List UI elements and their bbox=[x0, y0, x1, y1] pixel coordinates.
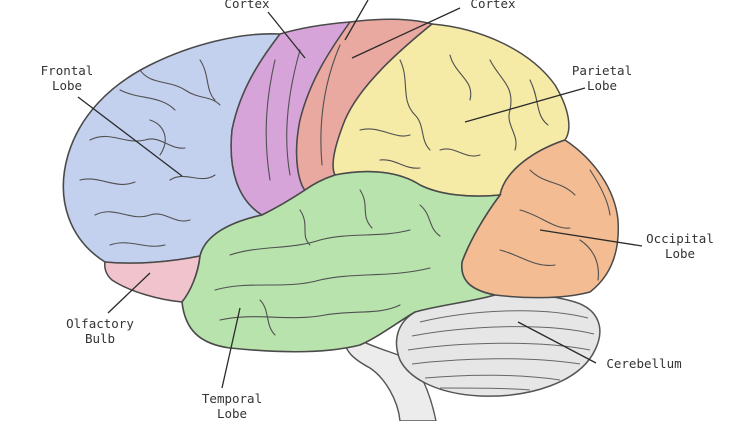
label-parietal-lobe: Parietal Lobe bbox=[562, 63, 642, 93]
label-sensory-cortex-line2: Cortex bbox=[470, 0, 516, 11]
label-sensory-cortex: Cortex bbox=[458, 0, 528, 11]
label-occipital-line1: Occipital bbox=[646, 231, 714, 246]
label-occipital-line2: Lobe bbox=[664, 246, 696, 261]
label-olfactory-line2: Bulb bbox=[84, 331, 116, 346]
label-motor-cortex: Cortex bbox=[212, 0, 282, 11]
leader-temporal bbox=[221, 307, 241, 389]
label-parietal-line2: Lobe bbox=[586, 78, 618, 93]
label-temporal-lobe: Temporal Lobe bbox=[192, 391, 272, 421]
leader-cerebellum bbox=[517, 321, 597, 364]
gyri-lines bbox=[79, 44, 611, 336]
leader-sensory-cortex bbox=[351, 7, 461, 59]
cerebellum-folds bbox=[407, 310, 595, 391]
label-parietal-line1: Parietal bbox=[571, 63, 633, 78]
label-motor-cortex-line2: Cortex bbox=[224, 0, 270, 11]
olfactory-bulb-region bbox=[104, 255, 201, 303]
label-temporal-line2: Lobe bbox=[216, 406, 248, 421]
leader-occipital bbox=[539, 229, 643, 247]
label-frontal-line2: Lobe bbox=[51, 78, 83, 93]
leader-lines bbox=[77, 0, 643, 389]
leader-motor-cortex-2 bbox=[344, 0, 369, 41]
label-cerebellum: Cerebellum bbox=[596, 356, 692, 371]
leader-motor-cortex bbox=[267, 11, 306, 59]
label-frontal-lobe: Frontal Lobe bbox=[32, 63, 102, 93]
label-olfactory-line1: Olfactory bbox=[66, 316, 134, 331]
leader-parietal bbox=[464, 87, 586, 123]
brain-stem bbox=[343, 328, 437, 421]
leader-frontal bbox=[77, 96, 183, 177]
label-cerebellum-line1: Cerebellum bbox=[606, 356, 682, 371]
label-olfactory-bulb: Olfactory Bulb bbox=[55, 316, 145, 346]
label-temporal-line1: Temporal bbox=[201, 391, 263, 406]
leader-olfactory bbox=[107, 272, 151, 314]
label-frontal-line1: Frontal bbox=[40, 63, 94, 78]
temporal-lobe-region bbox=[181, 170, 502, 353]
label-occipital-lobe: Occipital Lobe bbox=[640, 231, 720, 261]
